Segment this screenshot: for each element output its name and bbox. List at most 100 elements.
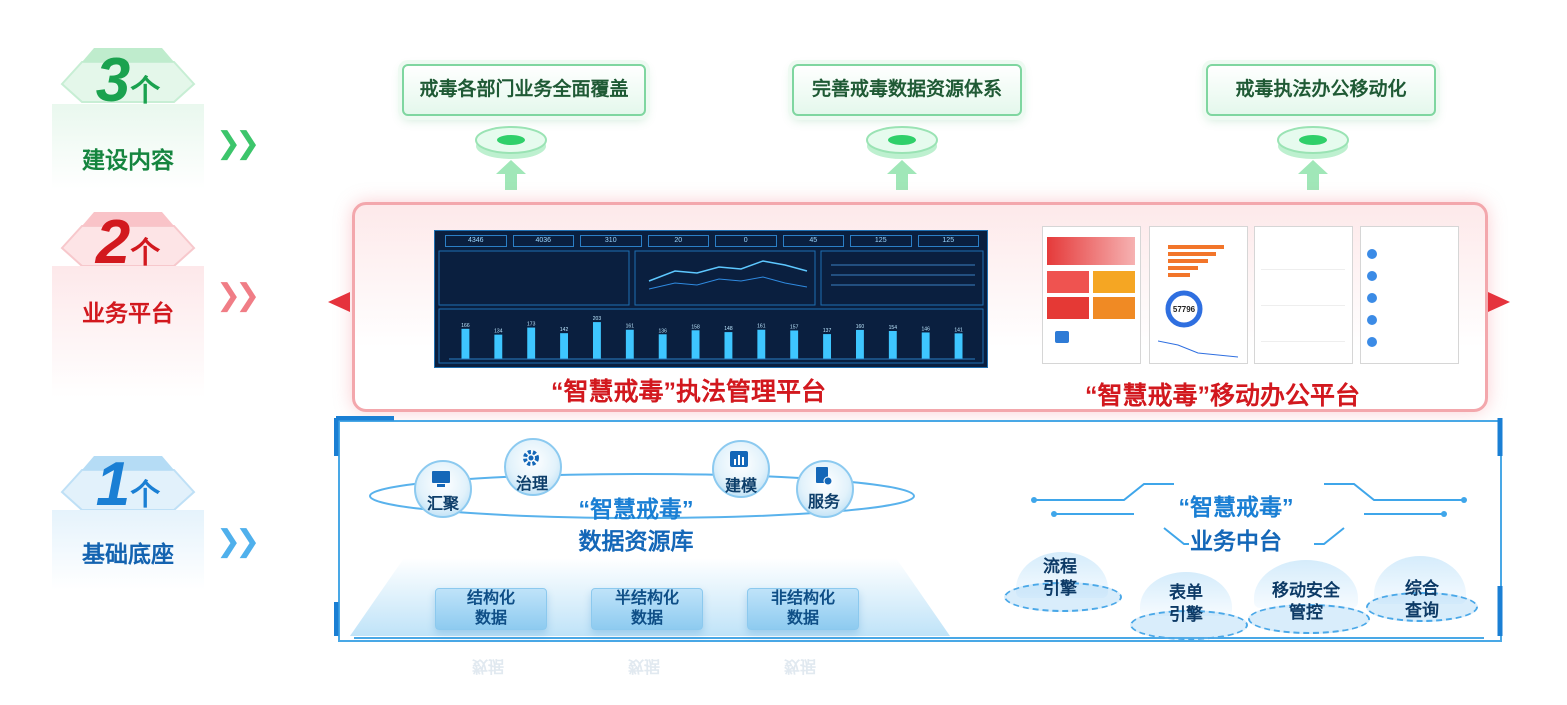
bar xyxy=(691,330,700,359)
bar-value-label: 166 xyxy=(461,323,470,329)
bar-value-label: 146 xyxy=(922,326,931,332)
left-pointer-icon xyxy=(328,292,350,312)
goal-data-system: 完善戒毒数据资源体系 xyxy=(792,64,1022,116)
level-count: 1个 xyxy=(95,450,161,519)
semi-structured-data-block: 半结构化数据 xyxy=(591,588,703,630)
level-construction: 3个 建设内容 xyxy=(52,44,204,189)
kpi-tile: 20 xyxy=(647,235,709,247)
bar-value-label: 160 xyxy=(856,324,865,330)
bar-value-label: 173 xyxy=(527,322,536,328)
workflow-engine: 流程引擎 xyxy=(1043,557,1077,598)
bar-value-label: 154 xyxy=(889,325,898,331)
kpi-row: 4346 4036 310 20 0 45 125 125 xyxy=(441,235,981,247)
bar xyxy=(724,332,733,359)
dashboard-panels xyxy=(438,250,984,364)
bar xyxy=(757,329,766,359)
bar-value-label: 137 xyxy=(823,328,832,334)
structured-data-block: 结构化数据 xyxy=(435,588,547,630)
bar xyxy=(527,327,536,359)
right-pointer-icon xyxy=(1488,292,1510,312)
form-engine: 表单引擎 xyxy=(1169,583,1203,624)
kpi-tile: 4036 xyxy=(512,235,574,247)
kpi-tile: 4346 xyxy=(445,235,507,247)
bar xyxy=(888,331,897,359)
up-arrow-icon xyxy=(887,160,917,190)
bar-value-label: 157 xyxy=(790,324,799,330)
circuit-lines xyxy=(1031,483,1467,545)
structured-data-reflection: 数据 xyxy=(472,657,505,674)
kpi-tile: 310 xyxy=(580,235,642,247)
gear-icon xyxy=(523,450,539,466)
band-corner-accents xyxy=(334,416,1503,639)
monitor-icon xyxy=(432,471,450,487)
goal-coverage: 戒毒各部门业务全面覆盖 xyxy=(402,64,646,116)
database-title-line2: 数据资源库 xyxy=(578,528,694,554)
phone-contacts-screen xyxy=(1360,226,1459,364)
bar-value-label: 136 xyxy=(659,328,668,334)
bar xyxy=(658,334,667,359)
bar-value-label: 134 xyxy=(494,329,503,335)
donut-chart-icon xyxy=(1165,290,1203,328)
bar-value-label: 141 xyxy=(954,327,963,333)
kpi-tile: 125 xyxy=(850,235,912,247)
semi-structured-data-reflection: 数据 xyxy=(628,657,661,674)
orbit-ring xyxy=(369,473,915,519)
middle-platform-title-line1: “智慧戒毒” xyxy=(1178,494,1294,520)
bar-value-label: 158 xyxy=(691,324,700,330)
bar xyxy=(560,333,569,359)
engine-ring xyxy=(1004,582,1122,612)
service-label: 服务 xyxy=(808,494,841,511)
hexagon-cap-icon xyxy=(60,48,196,103)
bar xyxy=(921,332,930,359)
glow-disk-icon xyxy=(1277,126,1349,159)
level-label: 基础底座 xyxy=(82,541,174,567)
up-arrow-icon xyxy=(496,160,526,190)
bar xyxy=(823,334,832,359)
bar-chart: 166 134 173 142 203 161 136 158 148 161 157 137 160 1… xyxy=(449,316,975,360)
level-foundation: 1个 基础底座 xyxy=(52,452,204,590)
model-label: 建模 xyxy=(725,478,758,495)
bar xyxy=(461,328,470,359)
bar-value-label: 161 xyxy=(626,324,635,330)
unstructured-data-reflection: 数据 xyxy=(784,657,817,674)
kpi-tile: 125 xyxy=(917,235,979,247)
bar-chart-icon xyxy=(730,451,748,467)
engine-ring xyxy=(1248,604,1370,634)
govern-node xyxy=(504,438,562,496)
service-node xyxy=(796,460,854,518)
bar xyxy=(790,330,799,359)
engine-ring xyxy=(1130,610,1248,640)
chevron-right-icon: ❯❯ xyxy=(216,279,260,312)
unstructured-data-block: 非结构化数据 xyxy=(747,588,859,630)
bar-value-label: 148 xyxy=(724,326,733,332)
bar xyxy=(494,334,503,359)
integrated-query: 综合查询 xyxy=(1405,579,1439,620)
glow-disk-icon xyxy=(866,126,938,159)
bar-value-label: 203 xyxy=(593,316,602,322)
bar-value-label: 161 xyxy=(757,324,766,330)
database-title-line1: “智慧戒毒” xyxy=(578,496,694,522)
chevron-right-icon: ❯❯ xyxy=(216,525,260,558)
model-node xyxy=(712,440,770,498)
middle-platform-title-line2: 业务中台 xyxy=(1190,528,1282,554)
bar xyxy=(592,322,601,359)
kpi-tile: 0 xyxy=(715,235,777,247)
enforcement-platform-title: “智慧戒毒”执法管理平台 xyxy=(551,378,827,406)
level-label: 建设内容 xyxy=(82,147,174,173)
mobile-platform-title: “智慧戒毒”移动办公平台 xyxy=(1085,382,1361,410)
level-platform: 2个 业务平台 xyxy=(52,208,204,398)
mobile-security-control: 移动安全管控 xyxy=(1272,581,1340,622)
phone-list-screen xyxy=(1254,226,1353,364)
phone-statistics-screen: 57796 xyxy=(1149,226,1248,364)
level-label: 业务平台 xyxy=(82,300,174,326)
bar-value-label: 142 xyxy=(560,327,569,333)
phone-home-screen xyxy=(1042,226,1141,364)
level-count: 3个 xyxy=(95,46,161,115)
bar xyxy=(855,329,864,359)
goal-mobile: 戒毒执法办公移动化 xyxy=(1206,64,1436,116)
bar xyxy=(954,333,963,359)
document-check-icon xyxy=(816,467,833,486)
up-arrow-icon xyxy=(1298,160,1328,190)
kpi-tile: 45 xyxy=(782,235,844,247)
